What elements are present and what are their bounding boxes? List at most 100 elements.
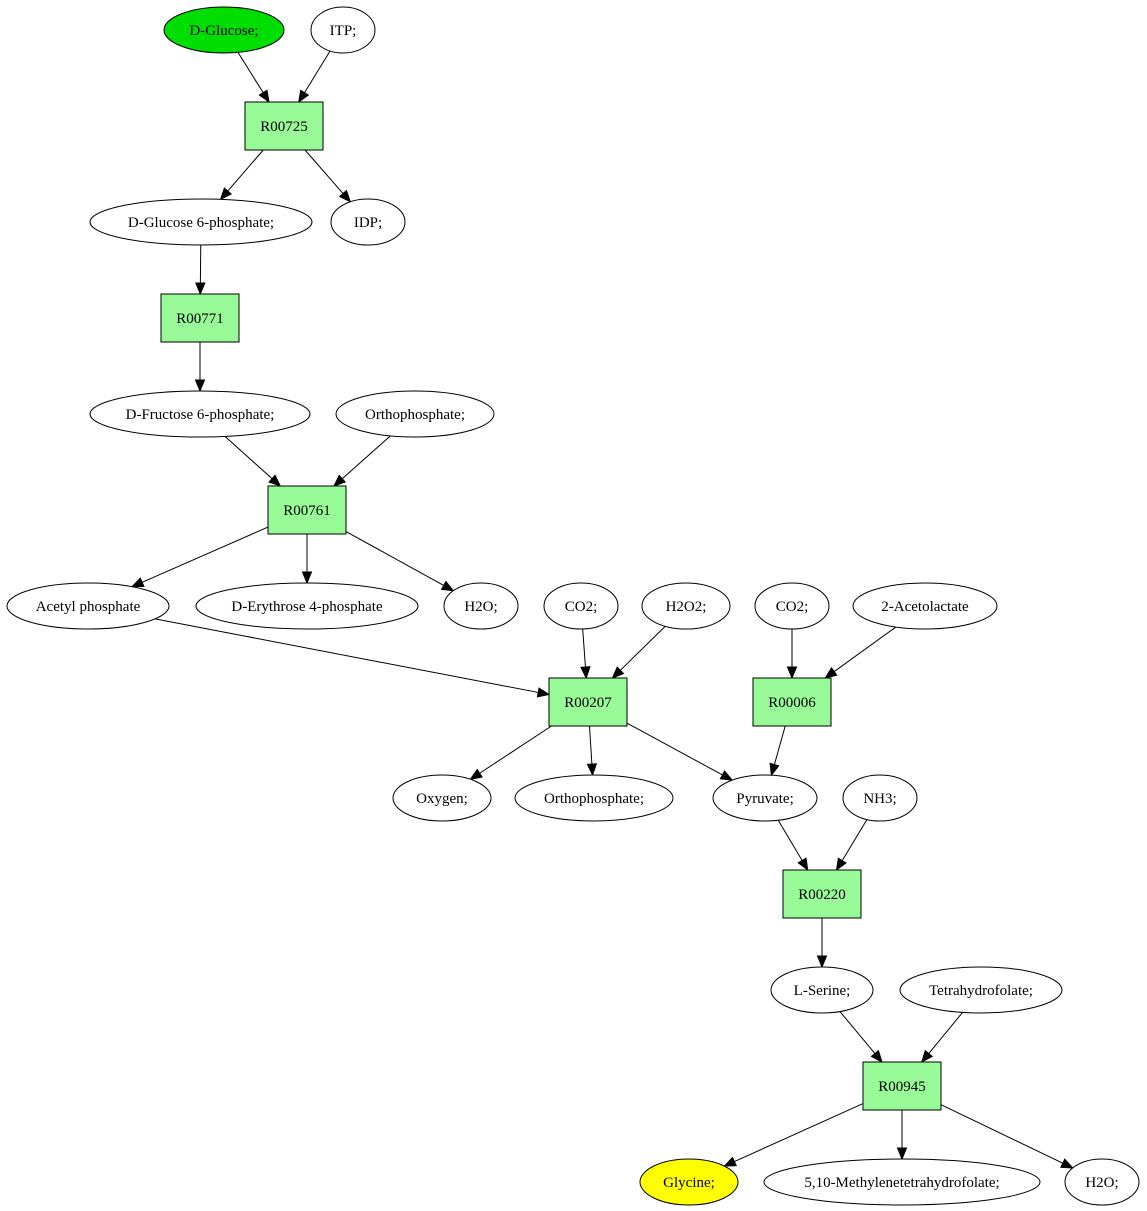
compound-node-n-pi1: Orthophosphate; <box>335 390 495 438</box>
edge-line <box>589 725 593 765</box>
node-label: CO2; <box>776 599 809 615</box>
edge-r00945-to-n-gly <box>723 1103 864 1167</box>
edge-line <box>341 435 391 480</box>
edge-r00945-to-n-mthf <box>896 1110 908 1161</box>
edge-line <box>479 725 552 774</box>
edge-line <box>777 819 803 861</box>
arrowhead-icon <box>440 580 455 592</box>
edge-line <box>626 722 723 776</box>
edge-line <box>940 1104 1064 1164</box>
node-label: Acetyl phosphate <box>36 599 141 615</box>
edge-line <box>227 149 264 192</box>
reaction-box <box>862 1061 942 1111</box>
edge-r00725-to-n-g6p <box>219 149 264 201</box>
arrowhead-icon <box>824 667 838 679</box>
node-label: D-Erythrose 4-phosphate <box>231 599 383 615</box>
edge-n-h2o2-to-r00207 <box>611 625 666 679</box>
arrowhead-icon <box>870 1049 883 1064</box>
arrowhead-icon <box>194 379 206 393</box>
arrowhead-icon <box>786 666 798 680</box>
compound-ellipse <box>330 198 406 246</box>
compound-ellipse <box>163 6 285 54</box>
edge-line <box>620 625 666 671</box>
edge-n-pi1-to-r00761 <box>333 435 391 487</box>
node-label: R00945 <box>878 1079 926 1095</box>
compound-ellipse <box>754 582 830 630</box>
node-label: R00771 <box>176 311 224 327</box>
edge-r00761-to-n-h2o1 <box>345 531 455 592</box>
compound-node-n-h2o1: H2O; <box>443 582 519 630</box>
reaction-box <box>752 677 832 727</box>
node-label: CO2; <box>565 599 598 615</box>
edge-n-ser-to-r00945 <box>839 1011 883 1064</box>
edge-line <box>928 1012 963 1054</box>
edge-r00771-to-n-f6p <box>194 342 206 393</box>
edge-n-f6p-to-r00761 <box>224 436 282 487</box>
arrowhead-icon <box>719 770 734 781</box>
node-label: Glycine; <box>663 1175 715 1191</box>
arrowhead-icon <box>723 1156 737 1167</box>
arrowhead-icon <box>611 666 625 679</box>
edge-n-co2a-to-r00207 <box>580 628 591 680</box>
reaction-box <box>244 101 324 151</box>
node-label: D-Fructose 6-phosphate; <box>126 407 275 423</box>
edge-line <box>734 1103 864 1163</box>
arrowhead-icon <box>1060 1158 1074 1169</box>
compound-ellipse <box>1064 1158 1140 1206</box>
reaction-box <box>267 485 347 535</box>
node-label: Orthophosphate; <box>544 791 644 807</box>
compound-node-n-idp: IDP; <box>330 198 406 246</box>
compound-ellipse <box>899 966 1063 1014</box>
reaction-node-r00761: R00761 <box>267 485 347 535</box>
edge-n-pyr-to-r00220 <box>777 819 809 872</box>
compound-node-n-acl: 2-Acetolactate <box>852 582 998 630</box>
node-label: IDP; <box>354 215 382 231</box>
edge-r00761-to-n-e4p <box>301 534 313 585</box>
compound-ellipse <box>310 6 376 54</box>
node-label: H2O; <box>1085 1175 1118 1191</box>
edge-r00220-to-n-ser <box>816 918 828 969</box>
arrowhead-icon <box>920 1049 934 1064</box>
edge-n-glucose-to-r00725 <box>237 52 270 104</box>
node-label: NH3; <box>863 791 896 807</box>
node-label: D-Glucose; <box>189 23 258 39</box>
edges-layer <box>130 50 1074 1169</box>
arrowhead-icon <box>896 1147 908 1161</box>
node-label: 5,10-Methylenetetrahydrofolate; <box>804 1175 999 1191</box>
compound-ellipse <box>443 582 519 630</box>
arrowhead-icon <box>586 763 598 777</box>
edge-line <box>155 618 539 693</box>
edge-line <box>833 626 897 672</box>
arrowhead-icon <box>338 189 352 203</box>
reaction-node-r00725: R00725 <box>244 101 324 151</box>
edge-r00761-to-n-acp <box>130 526 269 588</box>
arrowhead-icon <box>219 187 233 201</box>
compound-node-n-f6p: D-Fructose 6-phosphate; <box>89 390 311 438</box>
edge-r00207-to-n-o2 <box>469 725 552 781</box>
node-label: H2O2; <box>666 599 707 615</box>
compound-ellipse <box>712 774 818 822</box>
compound-ellipse <box>842 774 918 822</box>
compound-ellipse <box>852 582 998 630</box>
node-label: Pyruvate; <box>736 791 794 807</box>
compound-ellipse <box>89 198 313 246</box>
edge-n-g6p-to-r00771 <box>195 244 206 296</box>
node-label: L-Serine; <box>794 983 851 999</box>
compound-node-n-acp: Acetyl phosphate <box>6 582 170 630</box>
compound-ellipse <box>392 774 492 822</box>
compound-node-n-glucose: D-Glucose; <box>163 6 285 54</box>
compound-node-n-pi2: Orthophosphate; <box>514 774 674 822</box>
compound-ellipse <box>763 1158 1041 1206</box>
reaction-box <box>160 293 240 343</box>
compound-ellipse <box>6 582 170 630</box>
edge-n-co2b-to-r00006 <box>786 629 798 680</box>
arrowhead-icon <box>797 857 809 872</box>
compound-node-n-h2o2: H2O2; <box>641 582 731 630</box>
node-label: 2-Acetolactate <box>881 599 969 615</box>
compound-node-n-mthf: 5,10-Methylenetetrahydrofolate; <box>763 1158 1041 1206</box>
compound-node-n-ser: L-Serine; <box>770 966 874 1014</box>
arrowhead-icon <box>298 89 310 104</box>
edge-n-thf-to-r00945 <box>920 1012 963 1064</box>
